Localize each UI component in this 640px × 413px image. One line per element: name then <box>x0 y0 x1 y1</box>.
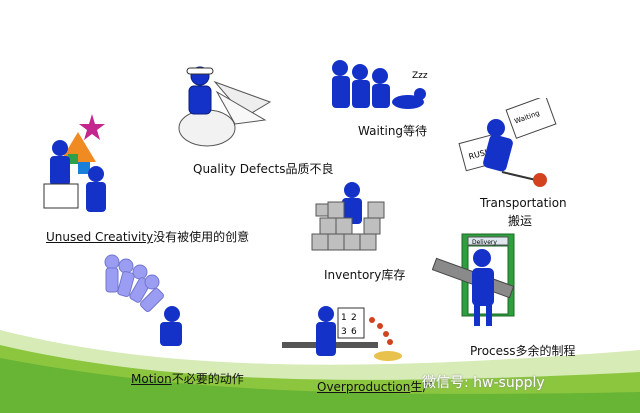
waiting-figure: Zzz <box>332 60 428 109</box>
svg-text:6: 6 <box>351 327 357 337</box>
svg-text:3: 3 <box>341 327 347 337</box>
overproduction-figure: 1 2 3 6 <box>282 306 402 361</box>
inventory-figure <box>311 182 385 251</box>
door-sign: Delivery <box>472 239 497 246</box>
snore-text: Zzz <box>412 71 428 81</box>
inventory-label: Inventory库存 <box>324 268 406 282</box>
overproduction-label: Overproduction生产 <box>317 380 435 394</box>
star-icon <box>79 114 105 140</box>
waiting-label: Waiting等待 <box>358 124 428 138</box>
process-label: Process多余的制程 <box>470 344 576 358</box>
defect-pile <box>178 109 236 147</box>
transportation-figure: Waiting RUSH <box>458 98 557 187</box>
svg-text:1: 1 <box>341 313 347 323</box>
transportation-label-en: Transportation <box>480 196 567 210</box>
quality-defects-figure <box>178 66 272 147</box>
motion-figure <box>104 254 182 346</box>
dark-green-swoosh <box>0 358 640 413</box>
transportation-label-zh: 搬运 <box>508 214 533 228</box>
process-figure: Delivery <box>432 233 515 326</box>
unused-creativity-label: Unused Creativity没有被使用的创意 <box>46 230 250 244</box>
watermark: 微信号: hw-supply <box>422 375 545 391</box>
ball-and-chain <box>533 173 547 187</box>
quality-defects-label: Quality Defects品质不良 <box>193 162 334 176</box>
numbered-page <box>337 307 365 339</box>
motion-label: Motion不必要的动作 <box>131 372 244 386</box>
svg-text:2: 2 <box>351 313 357 323</box>
unused-creativity-figure <box>43 114 106 212</box>
